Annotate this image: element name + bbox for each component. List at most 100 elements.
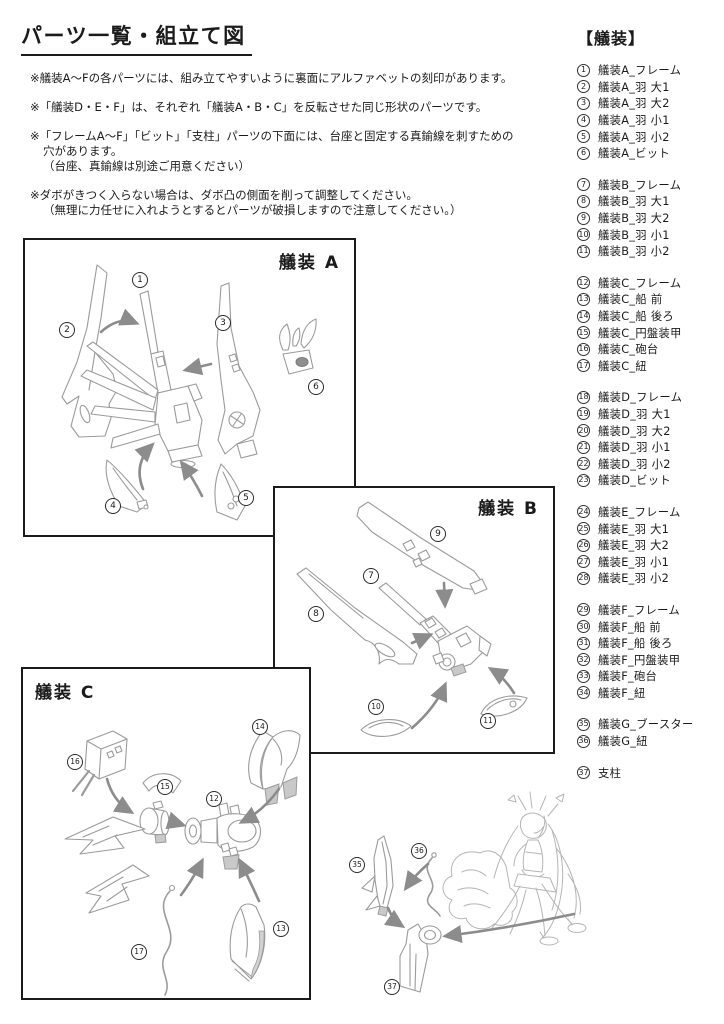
part-label: 艤装D_羽 小2 — [598, 457, 671, 471]
part-label: 艤装C_船 前 — [598, 293, 663, 307]
parts-list-header: 【艤装】 — [577, 29, 646, 48]
part-number-badge: 21 — [577, 440, 590, 454]
part-label: 艤装B_羽 大2 — [598, 212, 670, 226]
part-label: 艤装E_羽 小2 — [598, 572, 670, 586]
part-label: 艤装D_ビット — [598, 474, 671, 488]
callout-17: 17 — [131, 944, 147, 960]
part-item: 8 艤装B_羽 大1 — [577, 193, 724, 210]
callout-7: 7 — [363, 568, 379, 584]
part-label: 艤装A_ビット — [598, 147, 670, 161]
part-number-badge: 3 — [577, 96, 590, 110]
diagram-c-arrows — [105, 777, 281, 903]
note-line: （台座、真鍮線は別途ご用意ください） — [43, 159, 250, 173]
note-line: （無理に力任せに入れようとするとパーツが破損しますので注意してください。） — [43, 203, 462, 217]
part-number-badge: 37 — [577, 766, 590, 780]
part-label: 艤装F_船 後ろ — [598, 637, 673, 651]
callout-15: 15 — [157, 779, 173, 795]
part-label: 艤装F_砲台 — [598, 670, 658, 684]
part-17-cord — [161, 884, 176, 996]
callout-37: 37 — [384, 979, 400, 995]
note: ※「艤装D・E・F」は、それぞれ「艤装A・B・C」を反転させた同じ形状のパーツで… — [30, 100, 570, 115]
note-line: ※「フレームA〜F」「ビット」「支柱」パーツの下面には、台座と固定する真鍮線を刺… — [30, 129, 514, 143]
part-label: 艤装A_羽 小2 — [598, 130, 670, 144]
part-label: 艤装D_羽 大1 — [598, 407, 671, 421]
part-item: 21 艤装D_羽 小1 — [577, 439, 724, 456]
part-number-badge: 9 — [577, 211, 590, 225]
part-label: 艤装D_羽 小1 — [598, 441, 671, 455]
part-number-badge: 11 — [577, 244, 590, 258]
note: ※「フレームA〜F」「ビット」「支柱」パーツの下面には、台座と固定する真鍮線を刺… — [30, 129, 570, 174]
part-number-badge: 18 — [577, 390, 590, 404]
diagram-box-c: 艤装 C 12 13 14 15 16 17 — [21, 667, 311, 1000]
note-line: ※「艤装D・E・F」は、それぞれ「艤装A・B・C」を反転させた同じ形状のパーツで… — [30, 100, 488, 114]
part-number-badge: 15 — [577, 326, 590, 340]
part-label: 艤装D_羽 大2 — [598, 424, 671, 438]
part-label: 艤装E_羽 大1 — [598, 522, 670, 536]
part-label: 艤装F_フレーム — [598, 603, 680, 617]
part-number-badge: 17 — [577, 359, 590, 373]
part-label: 艤装E_羽 小1 — [598, 555, 670, 569]
callout-13: 13 — [273, 921, 289, 937]
part-number-badge: 4 — [577, 113, 590, 127]
notes-section: ※艤装A〜Fの各パーツには、組み立てやすいように裏面にアルファベットの刻印があり… — [30, 71, 570, 232]
part-number-badge: 24 — [577, 505, 590, 519]
assembly-arrows — [383, 862, 576, 944]
page-title: パーツ一覧・組立て図 — [21, 20, 252, 56]
part-item: 30 艤装F_船 前 — [577, 618, 724, 635]
part-number-badge: 1 — [577, 63, 590, 77]
part-number-badge: 12 — [577, 276, 590, 290]
callout-36: 36 — [411, 843, 427, 859]
assembly-artwork — [361, 791, 587, 993]
part-number-badge: 28 — [577, 571, 590, 585]
part-number-badge: 10 — [577, 228, 590, 242]
part-number-badge: 33 — [577, 669, 590, 683]
part-number-badge: 30 — [577, 620, 590, 634]
callout-16: 16 — [67, 754, 83, 770]
diagram-c-label: 艤装 C — [35, 683, 96, 703]
part-number-badge: 13 — [577, 292, 590, 306]
part-number-badge: 14 — [577, 309, 590, 323]
part-number-badge: 34 — [577, 686, 590, 700]
part-label: 艤装B_羽 大1 — [598, 195, 670, 209]
part-item: 18 艤装D_フレーム — [577, 389, 724, 406]
callout-9: 9 — [430, 526, 446, 542]
part-1-frame — [80, 290, 203, 469]
note: ※艤装A〜Fの各パーツには、組み立てやすいように裏面にアルファベットの刻印があり… — [30, 71, 570, 86]
part-label: 艤装F_船 前 — [598, 620, 662, 634]
part-number-badge: 8 — [577, 194, 590, 208]
part-number-badge: 25 — [577, 522, 590, 536]
part-label: 艤装C_フレーム — [598, 276, 682, 290]
callout-3: 3 — [215, 315, 231, 331]
part-number-badge: 23 — [577, 473, 590, 487]
part-14-ship-rear — [248, 730, 301, 806]
callout-10: 10 — [368, 699, 384, 715]
part-label: 艤装D_フレーム — [598, 391, 683, 405]
part-label: 艤装A_羽 大1 — [598, 80, 670, 94]
part-label: 艤装C_船 後ろ — [598, 310, 675, 324]
part-label: 艤装C_砲台 — [598, 343, 659, 357]
callout-1: 1 — [132, 272, 148, 288]
part-13-ship-front — [229, 903, 266, 982]
note-line: ※艤装A〜Fの各パーツには、組み立てやすいように裏面にアルファベットの刻印があり… — [30, 71, 513, 85]
part-6-bit — [278, 318, 317, 375]
callout-12: 12 — [206, 791, 222, 807]
